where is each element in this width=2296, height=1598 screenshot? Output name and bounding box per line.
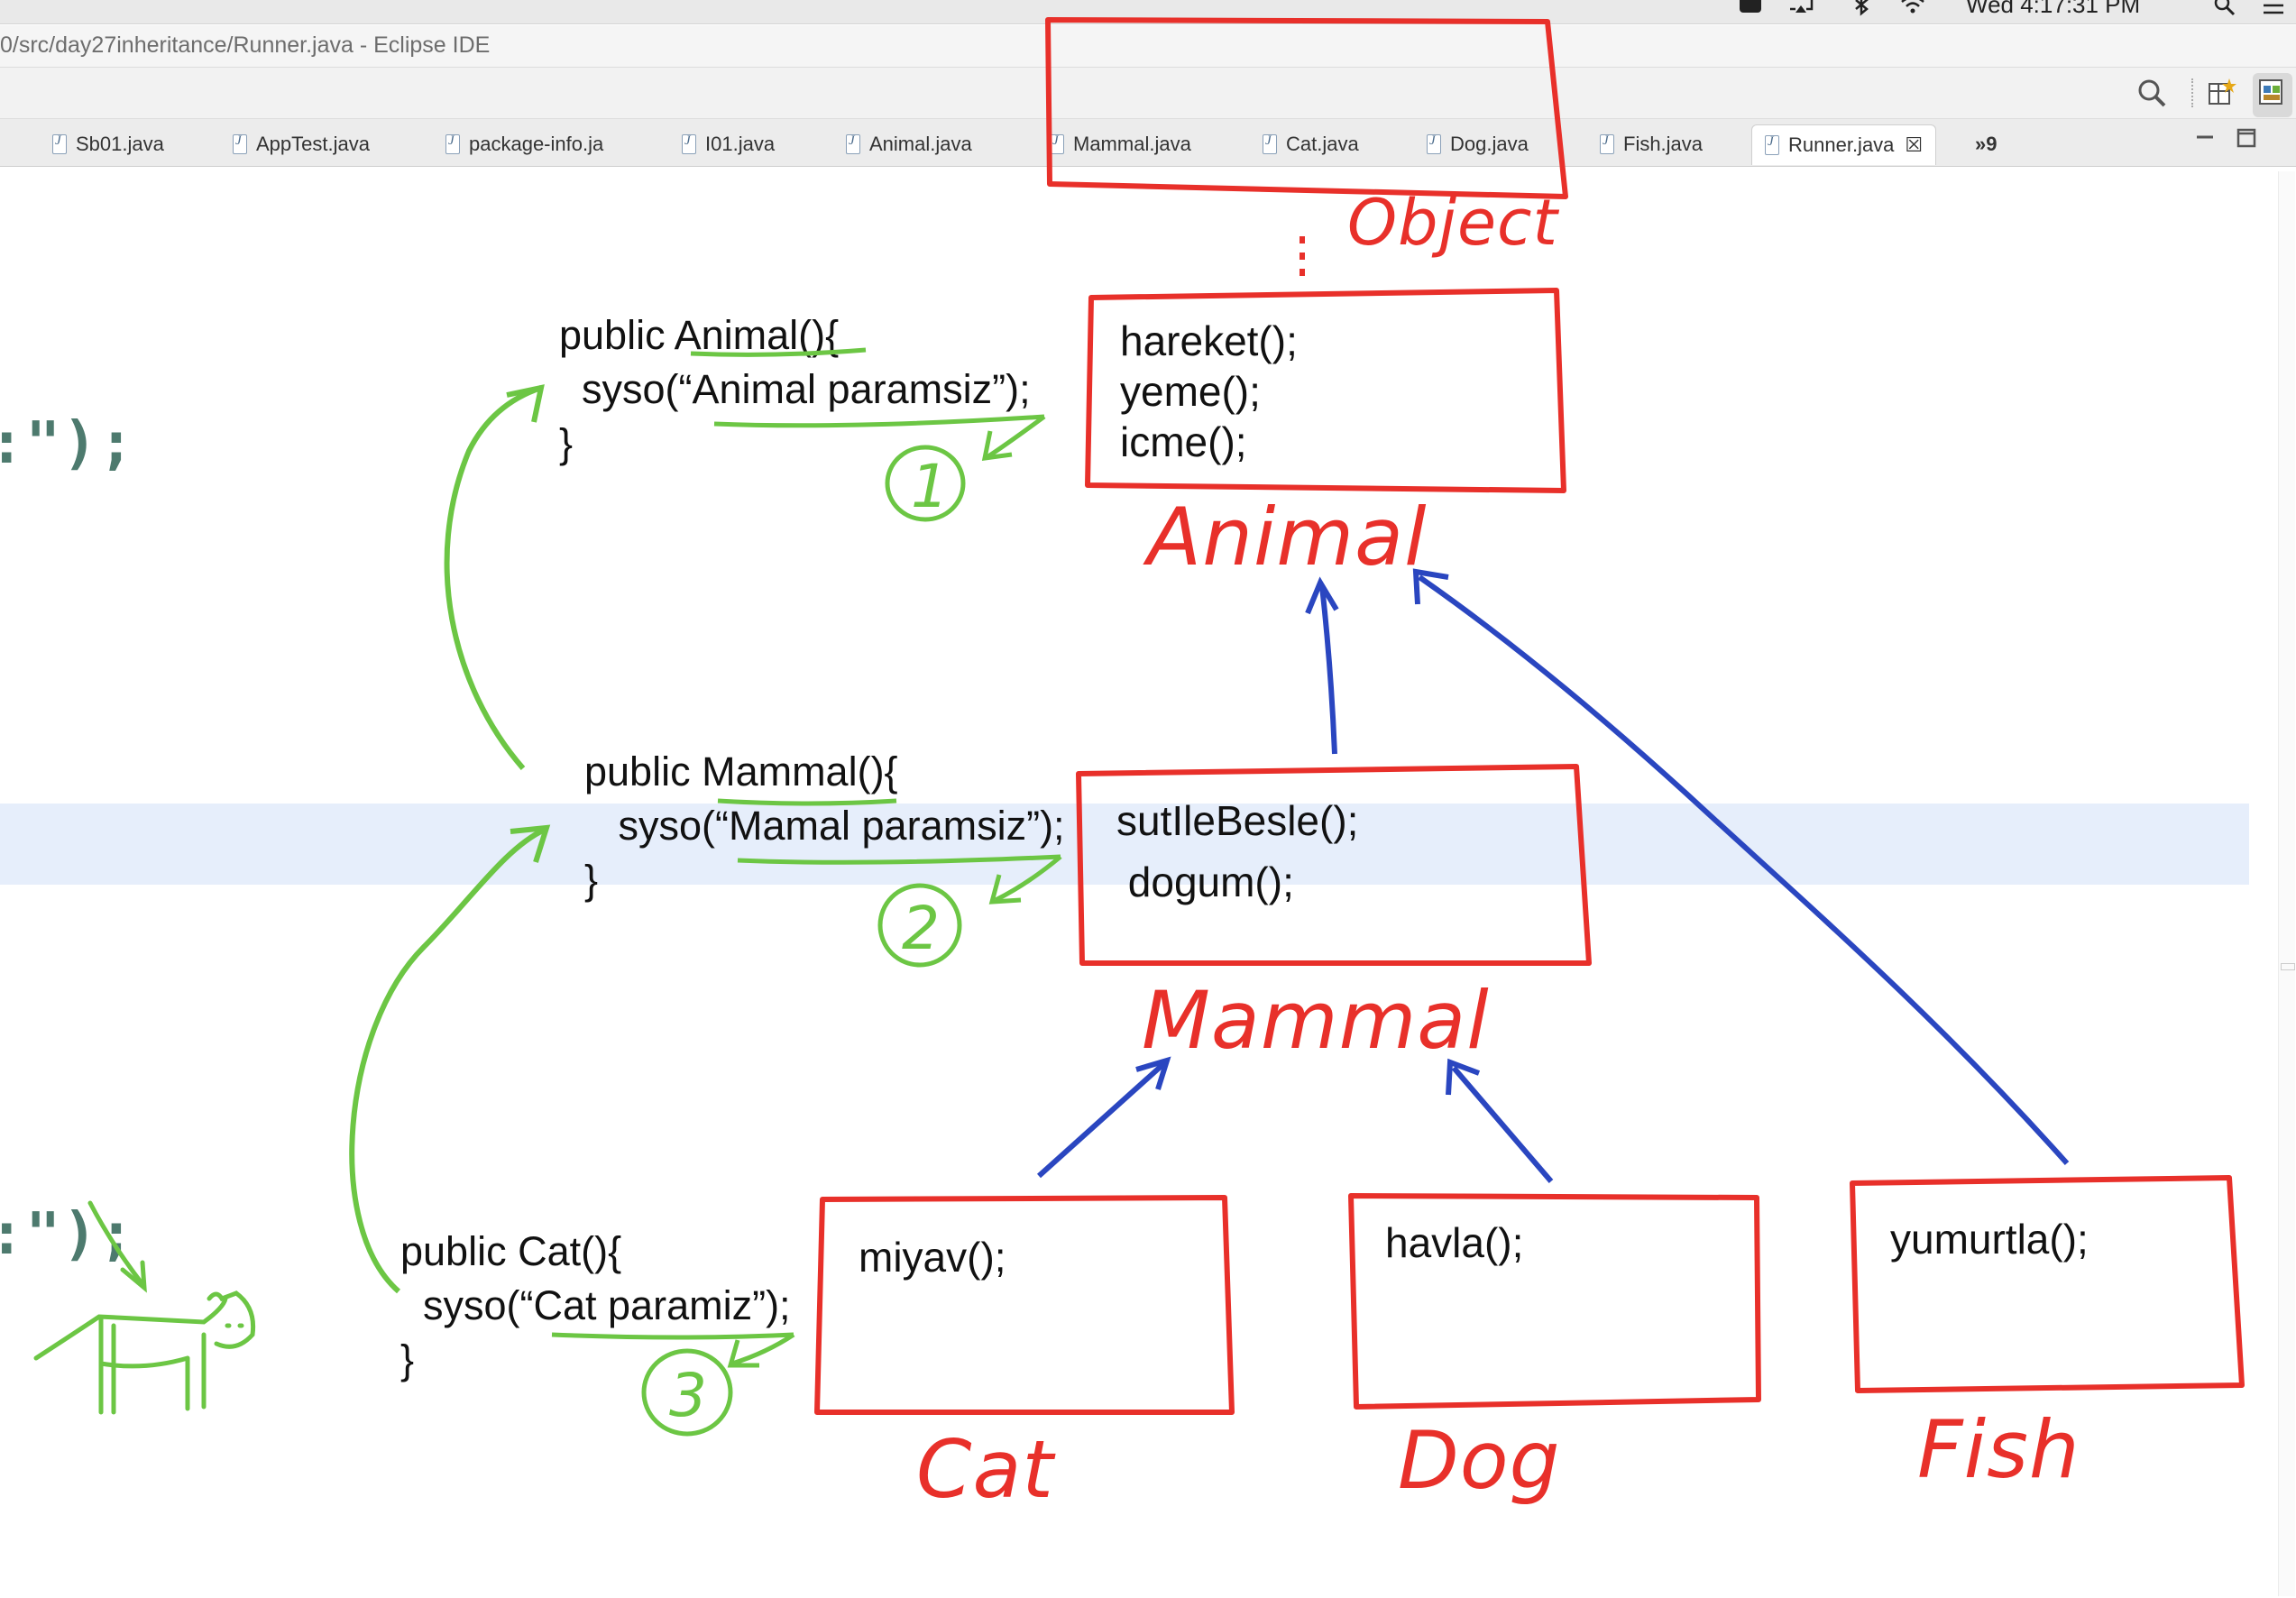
java-file-warning-icon [233,133,247,154]
tab-animal[interactable]: Animal.java [846,124,972,164]
window-titlebar: 0/src/day27inheritance/Runner.java - Ecl… [0,25,2296,68]
airplay-icon[interactable] [1787,0,1814,16]
tab-i01[interactable]: I01.java [682,124,775,164]
java-file-icon [846,133,860,154]
cat-constructor-note: public Cat(){ syso(“Cat paramiz”); } [400,1228,791,1382]
java-file-icon [1263,133,1277,154]
dog-methods: havla(); [1385,1219,1524,1266]
code-fragment-2: :"); [0,1201,136,1268]
tab-label: Sb01.java [76,133,164,155]
tab-overflow-label: »9 [1975,133,1998,155]
tab-label: Animal.java [869,133,972,155]
tab-fish[interactable]: Fish.java [1600,124,1703,164]
tab-sb01[interactable]: Sb01.java [52,124,164,164]
minimize-editor-icon[interactable] [2195,132,2215,149]
code-fragment-1: :"); [0,410,136,477]
tab-label: package-info.ja [469,133,604,155]
animal-methods: hareket(); yeme(); icme(); [1120,317,1298,465]
tab-label: Runner.java [1788,133,1895,156]
scrollbar-marker [2281,963,2295,970]
animal-constructor-note: public Animal(){ syso(“Animal paramsiz”)… [559,312,1031,466]
editor-scrollbar[interactable] [2278,171,2295,1596]
main-toolbar [0,68,2296,119]
fish-label: Fish [1917,1403,2080,1496]
java-file-icon [682,133,696,154]
mammal-methods: sutIleBesle(); dogum(); [1116,797,1359,905]
window-title: 0/src/day27inheritance/Runner.java - Ecl… [0,32,491,58]
toolbar-separator [2191,78,2195,107]
close-tab-icon[interactable]: ☒ [1905,133,1924,156]
search-icon[interactable] [2135,77,2168,114]
java-file-icon [1427,133,1441,154]
open-perspective-icon[interactable] [2206,77,2238,114]
tab-label: Mammal.java [1073,133,1191,155]
java-file-icon [52,133,67,154]
tab-label: I01.java [705,133,776,155]
tab-cat[interactable]: Cat.java [1263,124,1359,164]
animal-label: Animal [1147,491,1428,583]
screen-record-icon[interactable] [1737,0,1764,16]
java-perspective-icon[interactable] [2253,73,2292,117]
editor-tab-bar: Sb01.java AppTest.java package-info.ja I… [0,119,2296,167]
cat-label: Cat [916,1423,1054,1516]
tab-apptest[interactable]: AppTest.java [233,124,370,164]
fish-methods: yumurtla(); [1890,1216,2089,1263]
maximize-editor-icon[interactable] [2236,128,2256,152]
tab-label: AppTest.java [256,133,370,155]
menubar-clock[interactable]: Wed 4:17:31 PM [1966,0,2141,18]
java-file-icon [1600,133,1614,154]
mammal-constructor-note: public Mammal(){ syso(“Mamal paramsiz”);… [584,748,1065,903]
tab-dog[interactable]: Dog.java [1427,124,1529,164]
mammal-label: Mammal [1142,974,1490,1067]
tab-label: Cat.java [1286,133,1359,155]
java-file-icon [1050,133,1064,154]
tab-package-info[interactable]: package-info.ja [445,124,603,164]
macos-menubar: Wed 4:17:31 PM [0,0,2296,24]
control-center-icon[interactable] [2260,0,2287,16]
bluetooth-icon[interactable] [1849,0,1876,16]
java-file-icon [445,133,460,154]
object-label: Object [1347,186,1558,260]
dog-label: Dog [1398,1414,1561,1507]
wifi-icon[interactable] [1899,0,1926,16]
tab-label: Dog.java [1450,133,1529,155]
tab-mammal[interactable]: Mammal.java [1050,124,1191,164]
tab-overflow-button[interactable]: »9 [1975,124,1997,164]
tab-runner[interactable]: Runner.java ☒ [1751,124,1937,165]
spotlight-search-icon[interactable] [2211,0,2238,16]
cat-methods: miyav(); [859,1234,1006,1281]
tab-label: Fish.java [1623,133,1704,155]
java-file-icon [1765,134,1779,155]
